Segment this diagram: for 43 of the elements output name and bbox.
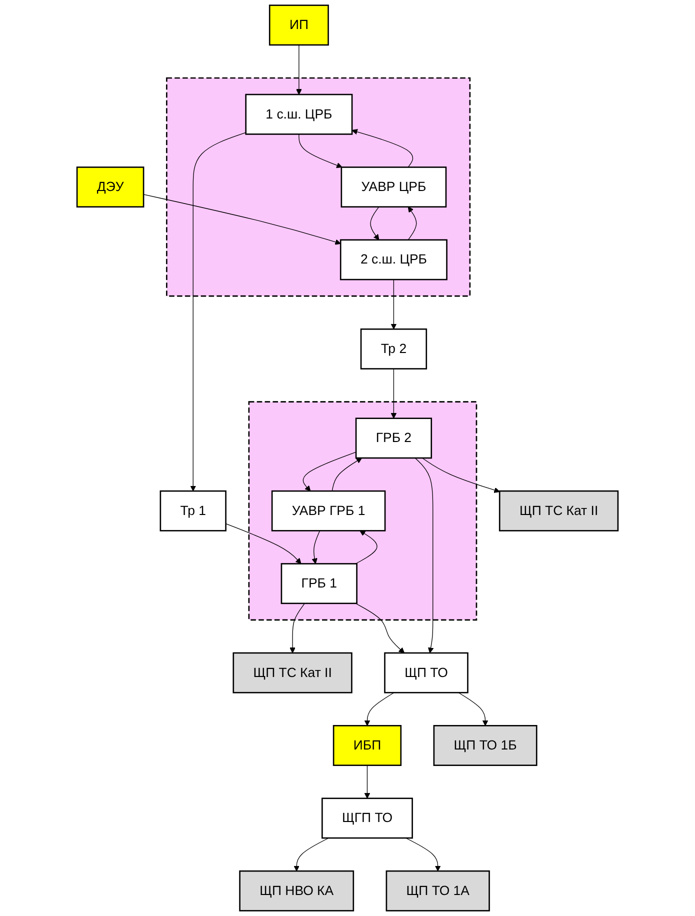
node-box: ЩП ТО 1Б [433, 725, 538, 766]
node-box: УАВР ГРБ 1 [271, 490, 386, 532]
node-box: ЩП НВО КА [239, 870, 354, 912]
node-box: ЩГП ТО [322, 798, 413, 839]
arrow [414, 458, 434, 654]
node-box: ЩП ТС Кат II [498, 490, 619, 532]
arrow [405, 838, 441, 872]
arrow [312, 530, 320, 564]
node-box: УАВР ЦРБ [340, 166, 447, 208]
arrow [408, 206, 417, 240]
arrow [364, 692, 394, 726]
arrow [364, 764, 370, 799]
arrow [352, 128, 414, 168]
node-box: ИП [268, 4, 329, 46]
node-box: 2 с.ш. ЦРБ [340, 239, 448, 280]
arrow [390, 279, 397, 330]
arrow [390, 368, 397, 419]
arrow [298, 134, 342, 168]
arrow [332, 458, 362, 492]
arrow [422, 458, 500, 493]
cluster [248, 401, 478, 621]
arrow [355, 603, 405, 654]
node-box: 1 с.ш. ЦРБ [245, 94, 353, 135]
node-box: ЩП ТО 1А [386, 870, 490, 912]
node-box: ГРБ 2 [355, 418, 432, 459]
node-box: ЩП ТС Кат II [232, 652, 352, 694]
arrow [143, 194, 341, 245]
arrow [190, 132, 246, 492]
arrow [302, 452, 356, 492]
cluster [166, 77, 471, 297]
arrow [294, 838, 330, 872]
arrow [296, 44, 302, 95]
node-box: ДЭУ [76, 166, 144, 208]
arrow [355, 530, 378, 564]
arrow [225, 523, 302, 564]
node-box: ЩП ТО [384, 652, 468, 694]
arrow [290, 603, 305, 654]
node-box: Тр 2 [360, 328, 428, 370]
arrow [458, 692, 488, 726]
arrow [370, 206, 380, 240]
node-box: Тр 1 [160, 490, 226, 532]
node-box: ГРБ 1 [280, 563, 358, 604]
node-box: ИБП [332, 725, 402, 766]
